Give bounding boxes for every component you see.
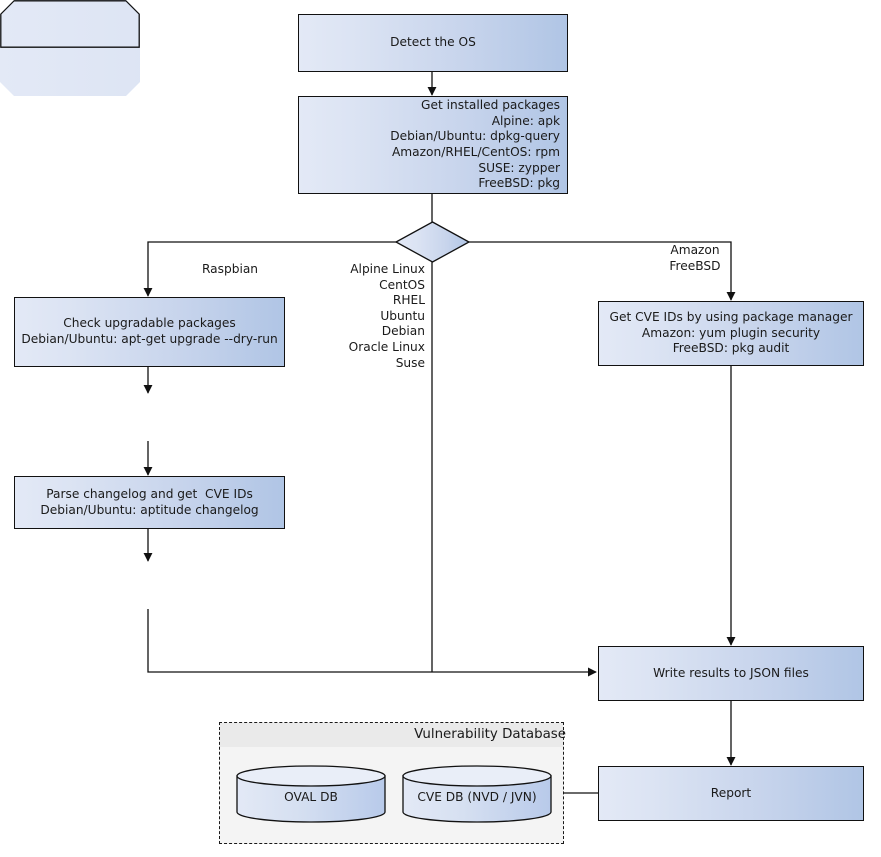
node-parse-changelog-label: Parse changelog and get CVE IDs Debian/U… xyxy=(40,486,259,517)
node-os-decision[interactable] xyxy=(394,220,471,264)
node-write-results[interactable]: Write results to JSON files xyxy=(598,646,864,701)
node-detect-os-label: Detect the OS xyxy=(390,35,476,50)
node-get-cve-ids-package-manager-label: Get CVE IDs by using package manager Ama… xyxy=(609,310,853,356)
node-report[interactable]: Report xyxy=(598,766,864,821)
vuln-db-title: Vulnerability Database xyxy=(414,727,566,742)
db-cylinder-oval-label: OVAL DB xyxy=(284,790,338,804)
edge-label-amazon-freebsd: Amazon FreeBSD xyxy=(669,243,721,273)
db-cylinder-cve-label: CVE DB (NVD / JVN) xyxy=(417,790,537,804)
node-foreach-loop[interactable]: foreach upgradable packages xyxy=(0,0,140,48)
edge-endloop-to-write xyxy=(147,609,597,677)
node-parse-changelog[interactable]: Parse changelog and get CVE IDs Debian/U… xyxy=(14,476,285,529)
node-get-cve-ids-package-manager[interactable]: Get CVE IDs by using package manager Ama… xyxy=(598,301,864,366)
edge-label-raspbian: Raspbian xyxy=(201,262,259,276)
node-get-installed-packages[interactable]: Get installed packages Alpine: apk Debia… xyxy=(298,96,568,194)
node-get-installed-packages-label: Get installed packages Alpine: apk Debia… xyxy=(390,98,560,191)
node-check-upgradable-packages[interactable]: Check upgradable packages Debian/Ubuntu:… xyxy=(14,297,285,367)
node-end-loop[interactable]: end loop xyxy=(0,48,140,96)
db-cylinder-oval[interactable]: OVAL DB xyxy=(236,765,386,823)
foreach-loop-outline xyxy=(0,0,140,48)
node-write-results-label: Write results to JSON files xyxy=(653,665,809,680)
vulnerability-database-container: Vulnerability Database OVAL DB xyxy=(219,722,566,844)
node-report-label: Report xyxy=(710,785,752,800)
edge-label-os-list: Alpine Linux CentOS RHEL Ubuntu Debian O… xyxy=(348,262,425,370)
node-detect-os[interactable]: Detect the OS xyxy=(298,14,568,72)
db-cylinder-cve[interactable]: CVE DB (NVD / JVN) xyxy=(402,765,552,823)
node-check-upgradable-packages-label: Check upgradable packages Debian/Ubuntu:… xyxy=(21,316,278,346)
vuln-db-title-band xyxy=(220,723,563,747)
